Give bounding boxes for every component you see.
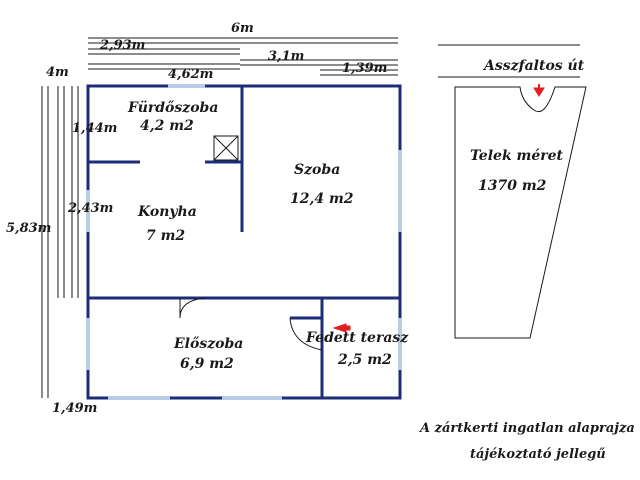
plot-size-label: Telek méret: [470, 148, 564, 164]
doors: [179, 297, 323, 351]
hall-door-arc: [179, 297, 207, 319]
interior-walls: [88, 86, 324, 398]
terrace-door-arc: [289, 317, 323, 351]
entrance-arrows: [332, 84, 545, 333]
room-hall-name: Előszoba: [173, 336, 243, 352]
room-bathroom-area: 4,2 m2: [140, 118, 194, 134]
left-dimension-lines: [41, 86, 79, 398]
terrace-arrow-icon: [332, 323, 351, 333]
plot-size-value: 1370 m2: [478, 178, 547, 194]
room-bathroom-name: Fürdőszoba: [127, 100, 218, 116]
chimney-shaft: [213, 135, 239, 161]
dim-left-d: 1,49m: [52, 401, 97, 416]
room-kitchen-name: Konyha: [137, 204, 197, 220]
room-kitchen-area: 7 m2: [146, 228, 185, 244]
room-bedroom-name: Szoba: [294, 162, 340, 178]
windows: [86, 84, 402, 400]
top-dimension-lines: [88, 37, 398, 76]
room-terrace-name: Fedett terasz: [305, 330, 409, 346]
dim-total-width: 6m: [231, 21, 254, 36]
room-hall-area: 6,9 m2: [180, 356, 234, 372]
room-terrace-area: 2,5 m2: [337, 352, 392, 368]
road-label: Asszfaltos út: [482, 58, 585, 74]
dim-left-c: 2,43m: [67, 201, 113, 216]
plot-outline: [438, 44, 587, 339]
dim-width-d: 4,62m: [168, 67, 213, 82]
room-bedroom-area: 12,4 m2: [290, 191, 354, 207]
dim-width-a: 2,93m: [99, 38, 145, 53]
dim-width-c: 1,39m: [342, 61, 387, 76]
dim-width-b: 3,1m: [268, 49, 304, 64]
dim-left-total: 5,83m: [6, 221, 51, 236]
caption-line-1: A zártkerti ingatlan alaprajza: [418, 421, 635, 436]
caption-line-2: tájékoztató jellegű: [470, 447, 606, 462]
dim-left-a: 4m: [46, 65, 69, 80]
dim-left-b: 1,44m: [72, 121, 117, 136]
